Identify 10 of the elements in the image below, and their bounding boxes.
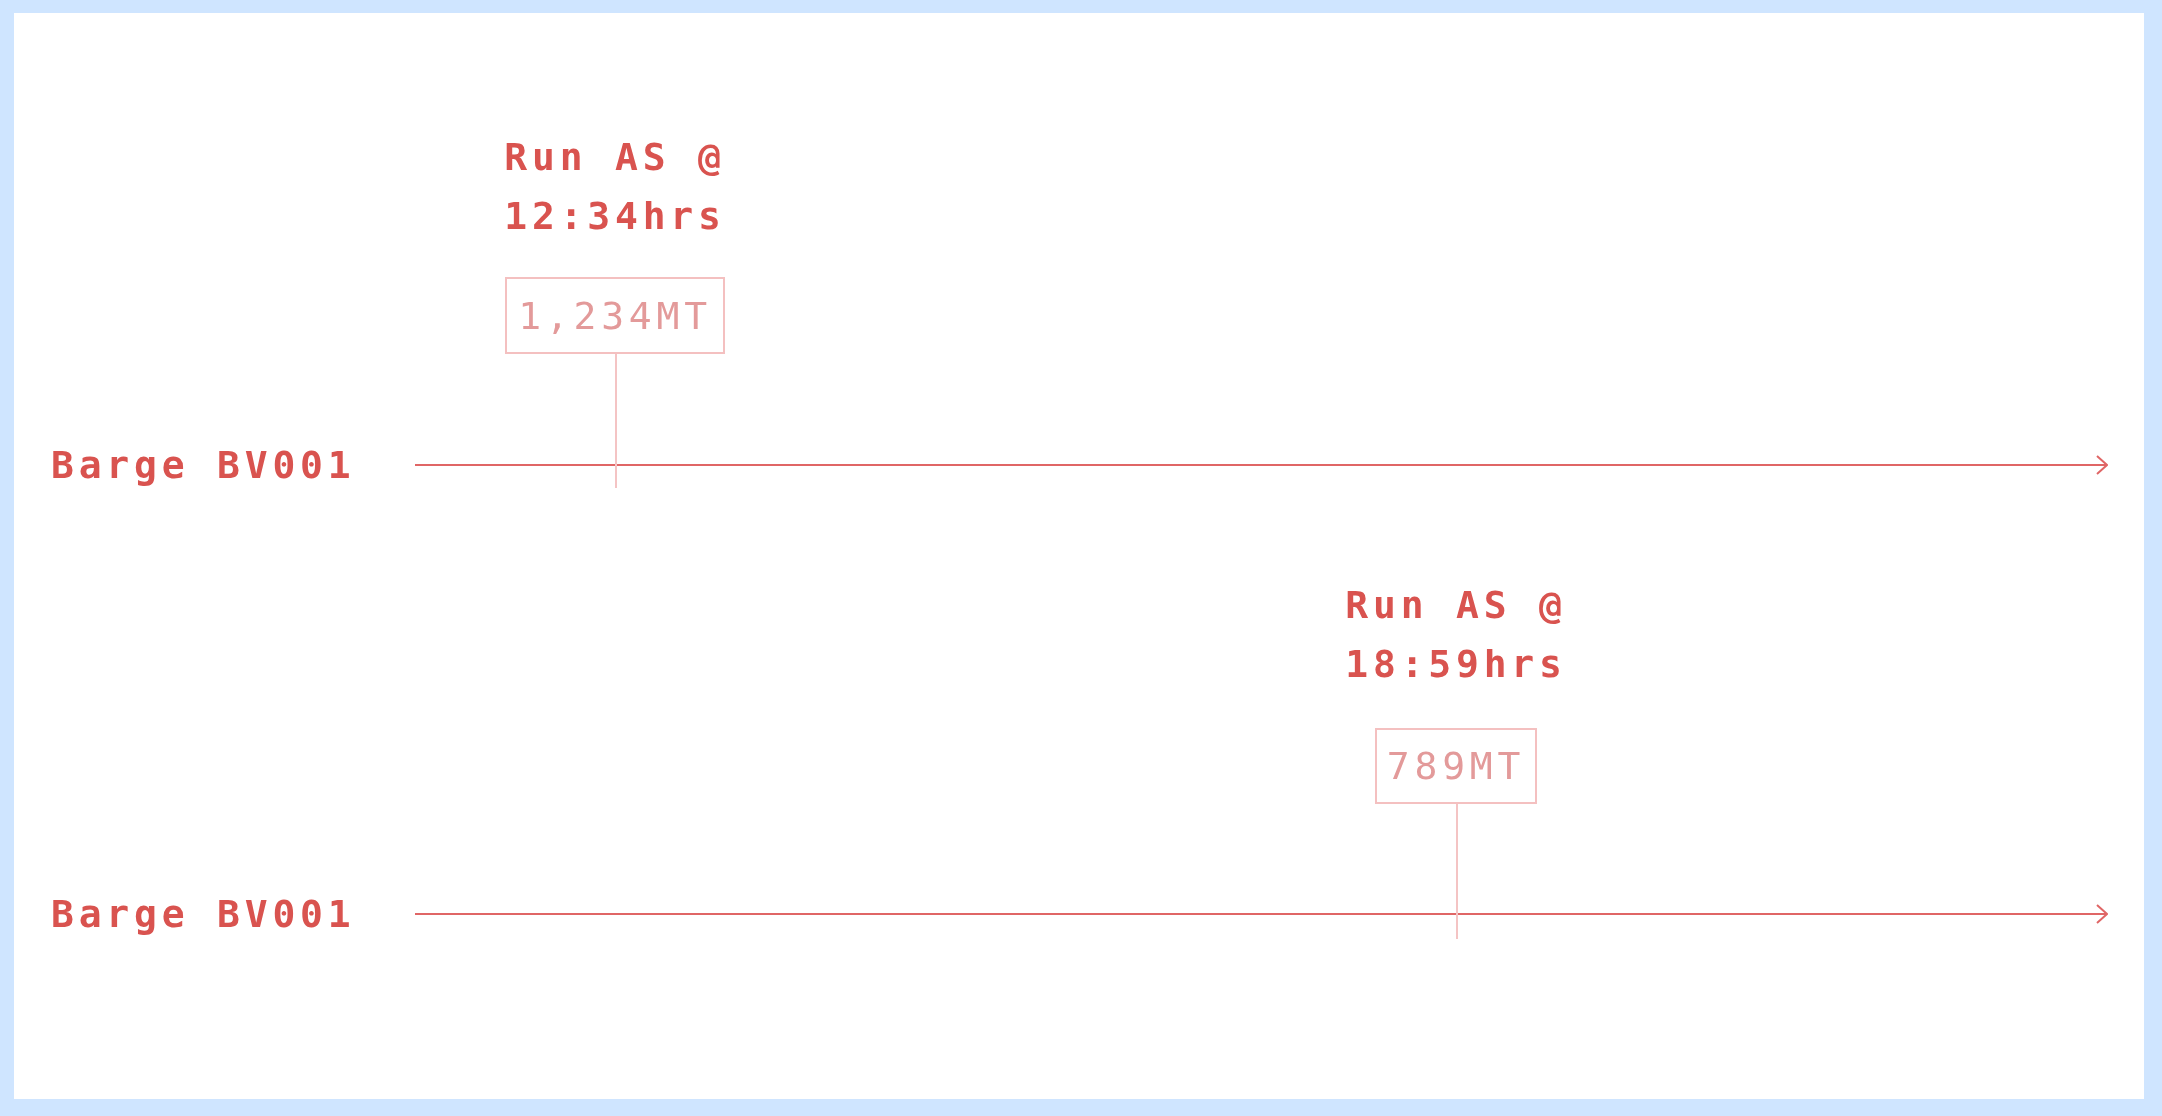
tick-line <box>1456 803 1458 940</box>
run-time-heading: Run AS @ 12:34hrs <box>503 134 727 240</box>
barge-label: Barge BV001 <box>51 892 415 936</box>
tick-line <box>615 353 617 489</box>
barge-label: Barge BV001 <box>51 443 415 487</box>
run-time-heading: Run AS @ 18:59hrs <box>1344 582 1568 688</box>
tonnage-box: 1,234MT <box>505 277 725 354</box>
tonnage-box: 789MT <box>1375 728 1537 804</box>
timeline-arrow <box>414 904 2108 924</box>
timeline-arrow <box>414 455 2108 475</box>
